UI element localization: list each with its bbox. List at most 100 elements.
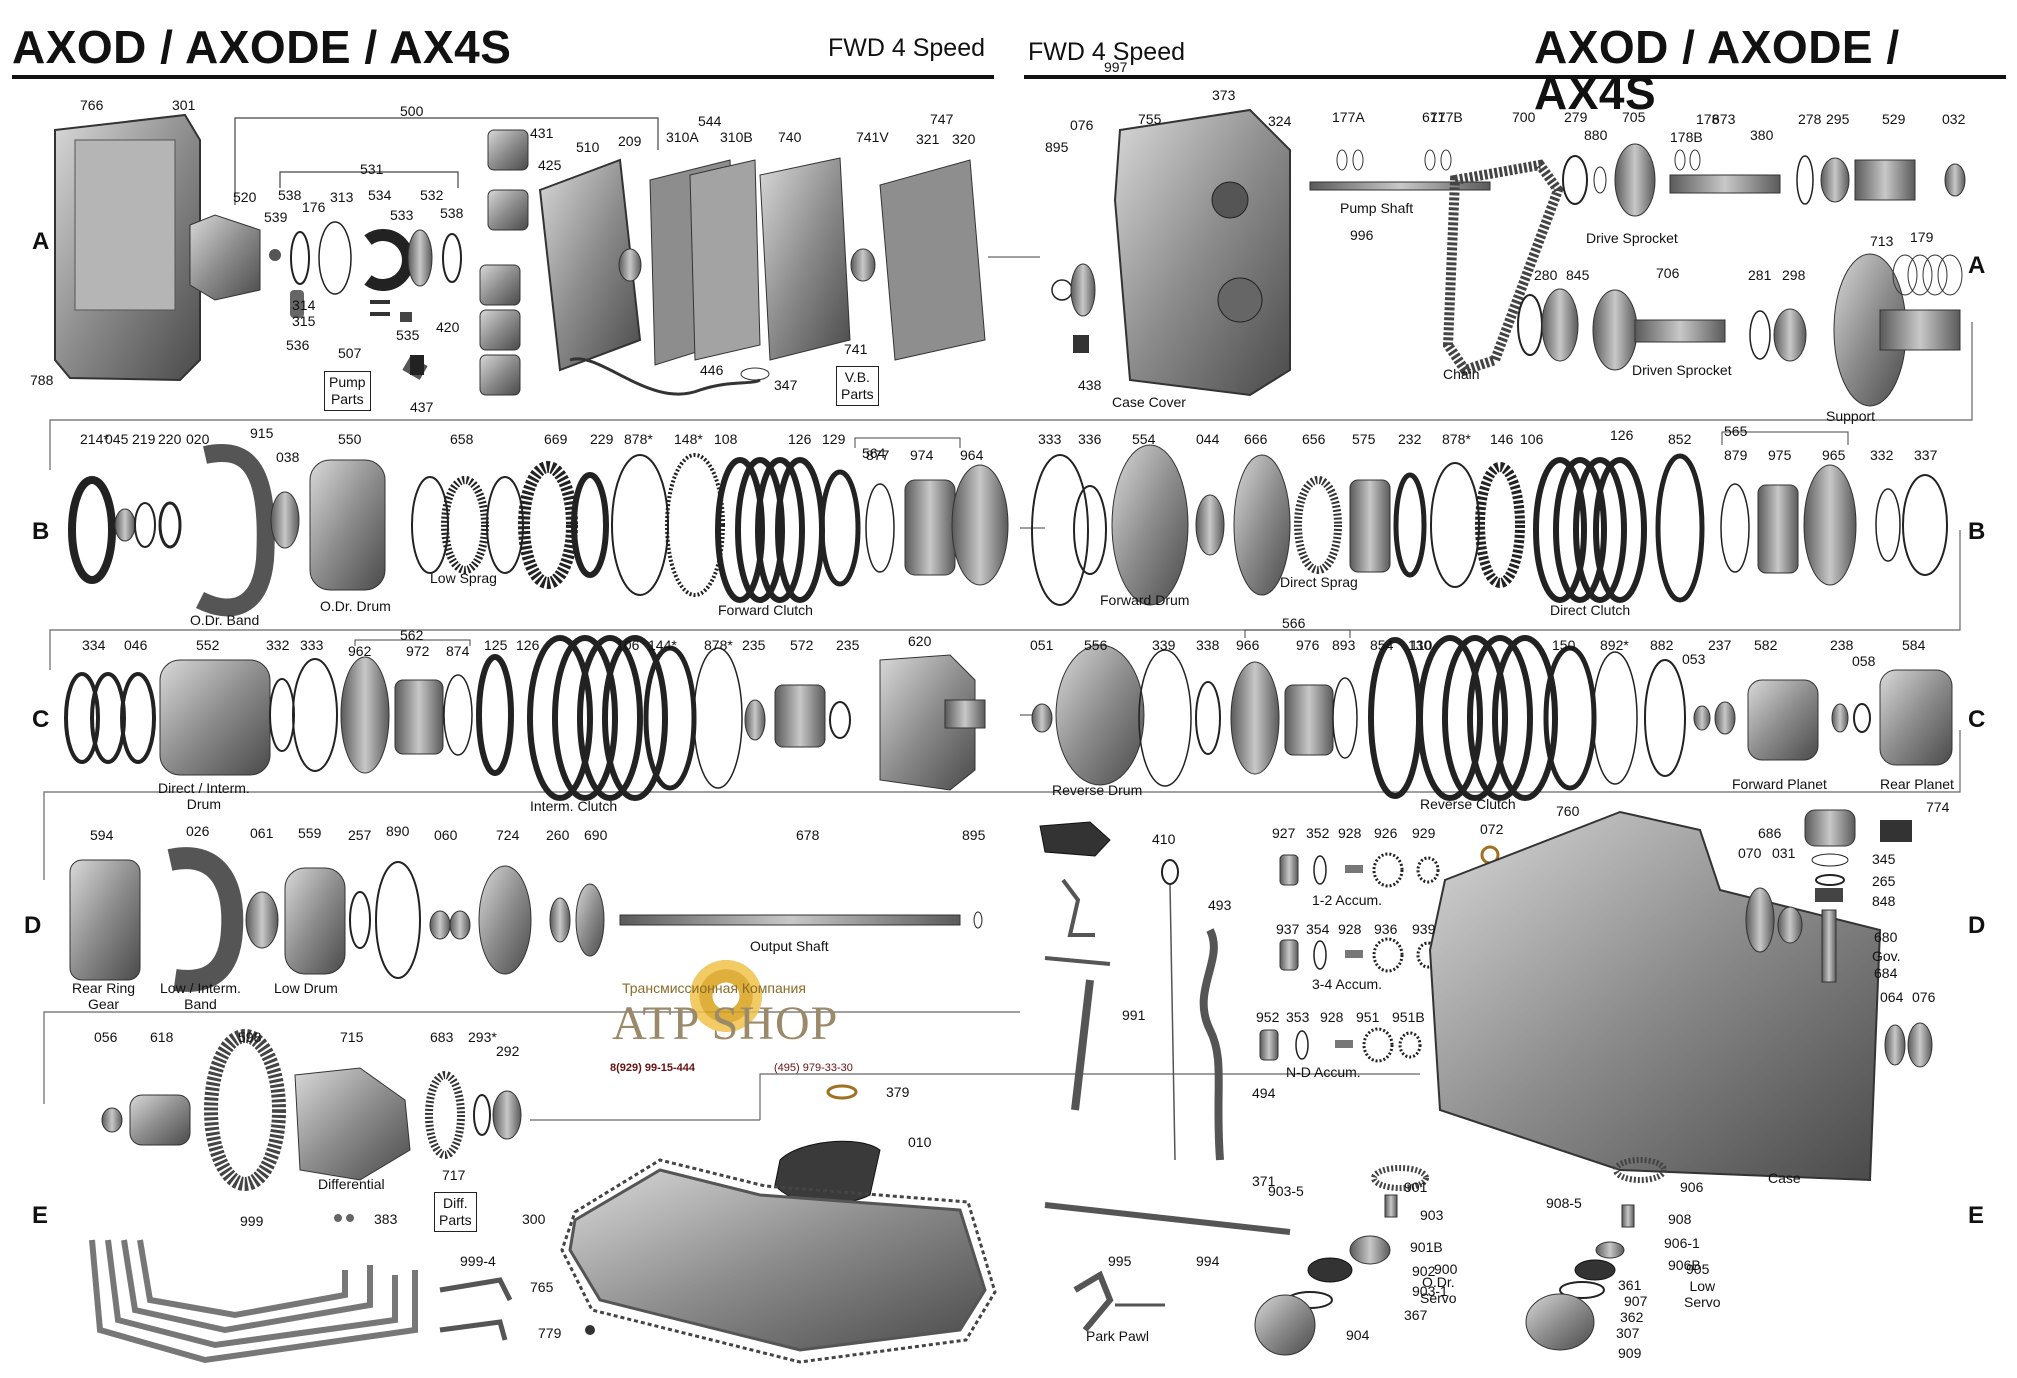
part-number-label: 618 xyxy=(150,1029,174,1045)
caption-1-2-accum: 1-2 Accum. xyxy=(1312,892,1383,908)
valve-body-510 xyxy=(538,158,642,372)
part-number-label: 741V xyxy=(856,129,889,145)
part-number-label: 878* xyxy=(704,637,733,653)
part-number-label: 056 xyxy=(94,1029,118,1045)
part-number-label: 130 xyxy=(1408,637,1432,653)
part-number-label: 176 xyxy=(302,199,326,215)
part-number-label: 995 xyxy=(1108,1253,1132,1269)
part-number-label: 928 xyxy=(1320,1009,1344,1025)
part-number-label: 178 xyxy=(1696,111,1720,127)
caption-forward-clutch: Forward Clutch xyxy=(718,602,813,618)
row-letter-c-right: C xyxy=(1968,706,1986,733)
low-drum-559 xyxy=(284,867,346,975)
part-number-label: 339 xyxy=(1152,637,1176,653)
part-number-label: 177A xyxy=(1332,109,1365,125)
part-number-label: 901 xyxy=(1404,1179,1428,1195)
row-letter-d-left: D xyxy=(24,912,42,939)
part-number-label: 219 xyxy=(132,431,156,447)
part-number-label: 106 xyxy=(616,637,640,653)
caption-low-interm-band: Low / Interm. Band xyxy=(160,980,241,1013)
odr-band-020 xyxy=(195,443,275,617)
part-number-label: 362 xyxy=(1620,1309,1644,1325)
part-number-label: 904 xyxy=(1346,1327,1370,1343)
part-number-label: 367 xyxy=(1404,1307,1428,1323)
low-interm-band-026 xyxy=(167,847,244,992)
part-number-label: 280 xyxy=(1534,267,1558,283)
part-number-label: 713 xyxy=(1870,233,1894,249)
part-number-label: 314 xyxy=(292,297,316,313)
oil-pan-300 xyxy=(568,1168,987,1352)
part-number-label: 536 xyxy=(286,337,310,353)
case-cover-755 xyxy=(1113,108,1291,397)
part-number-label: 705 xyxy=(1622,109,1646,125)
part-number-label: 575 xyxy=(1352,431,1376,447)
part-number-label: 996 xyxy=(1350,227,1374,243)
part-number-label: 684 xyxy=(1874,965,1898,981)
part-number-label: 026 xyxy=(186,823,210,839)
part-number-label: 507 xyxy=(338,345,362,361)
part-number-label: 582 xyxy=(1754,637,1778,653)
part-number-label: 852 xyxy=(1668,431,1692,447)
part-number-label: 520 xyxy=(233,189,257,205)
forward-planet-582 xyxy=(1747,679,1819,761)
part-number-label: 965 xyxy=(1822,447,1846,463)
caption-output-shaft: Output Shaft xyxy=(750,938,829,954)
row-letter-e-right: E xyxy=(1968,1202,1985,1229)
part-number-label: 293* xyxy=(468,1029,497,1045)
part-number-label: 420 xyxy=(436,319,460,335)
caption-odr-servo: O.Dr. Servo xyxy=(1420,1274,1457,1307)
part-number-label: 232 xyxy=(1398,431,1422,447)
part-number-label: 108 xyxy=(714,431,738,447)
part-number-label: 353 xyxy=(1286,1009,1310,1025)
rear-planet-584 xyxy=(1879,669,1953,766)
part-number-label: 237 xyxy=(1708,637,1732,653)
part-number-label: 909 xyxy=(1618,1345,1642,1361)
caption-rear-ring-gear: Rear Ring Gear xyxy=(72,980,136,1013)
part-number-label: 997 xyxy=(1104,59,1128,75)
part-number-label: 298 xyxy=(1782,267,1806,283)
part-number-label: 700 xyxy=(1512,109,1536,125)
part-number-label: 209 xyxy=(618,133,642,149)
part-number-label: 760 xyxy=(1556,803,1580,819)
caption-case: Case xyxy=(1768,1170,1801,1186)
caption-reverse-clutch: Reverse Clutch xyxy=(1420,796,1516,812)
part-number-label: 150 xyxy=(1552,637,1576,653)
part-number-label: 046 xyxy=(124,637,148,653)
logo-main-text: ATP SHOP xyxy=(612,997,839,1050)
rear-ring-gear-594 xyxy=(69,859,141,981)
part-number-label: 559 xyxy=(298,825,322,841)
part-number-label: 535 xyxy=(396,327,420,343)
part-number-label: 301 xyxy=(172,97,196,113)
part-number-label: 235 xyxy=(836,637,860,653)
part-number-label: 324 xyxy=(1268,113,1292,129)
pump-body-520 xyxy=(189,214,261,301)
part-number-label: 539 xyxy=(264,209,288,225)
part-number-label: 962 xyxy=(348,643,372,659)
part-number-label: 740 xyxy=(778,129,802,145)
shell-620 xyxy=(879,654,976,791)
part-number-label: 538 xyxy=(440,205,464,221)
part-number-label: 144* xyxy=(648,637,677,653)
caption-low-drum: Low Drum xyxy=(274,980,338,996)
row-letter-b-right: B xyxy=(1968,518,1986,545)
part-number-label: 315 xyxy=(292,313,316,329)
part-number-label: 671 xyxy=(1422,109,1446,125)
part-number-label: 620 xyxy=(908,633,932,649)
title-right: AXOD / AXODE / AX4S xyxy=(1534,21,1900,119)
part-number-label: 347 xyxy=(774,377,798,393)
part-number-label: 338 xyxy=(1196,637,1220,653)
row-letter-e-left: E xyxy=(32,1202,49,1229)
caption-pump-shaft: Pump Shaft xyxy=(1340,200,1414,216)
part-number-label: 320 xyxy=(952,131,976,147)
part-number-label: 673 xyxy=(1712,111,1736,127)
caption-3-4-accum: 3-4 Accum. xyxy=(1312,976,1383,992)
part-number-label: 656 xyxy=(1302,431,1326,447)
part-number-label: 952 xyxy=(1256,1009,1280,1025)
part-number-label: 854 xyxy=(1370,637,1394,653)
filter-010 xyxy=(774,1140,881,1205)
part-number-label: 939 xyxy=(1412,921,1436,937)
part-number-label: 379 xyxy=(886,1084,910,1100)
driven-sprocket-706 xyxy=(1592,289,1638,371)
part-number-label: 906B xyxy=(1668,1257,1701,1273)
part-number-label: 332 xyxy=(1870,447,1894,463)
